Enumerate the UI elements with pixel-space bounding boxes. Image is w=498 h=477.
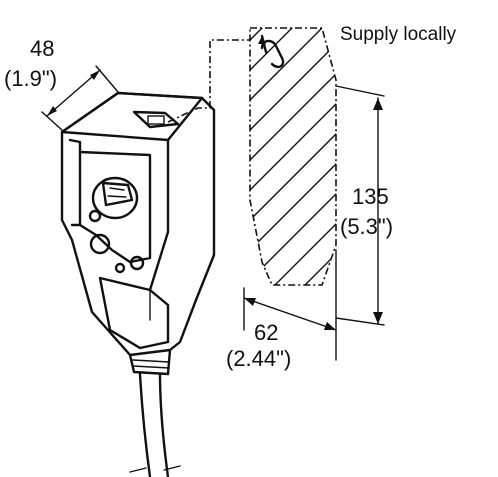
width-in-label: (1.9") bbox=[4, 66, 57, 91]
mounting-plate bbox=[249, 27, 337, 286]
height-in-label: (5.3") bbox=[340, 214, 393, 239]
depth-dimension bbox=[243, 249, 337, 361]
width-dimension bbox=[41, 65, 119, 131]
height-dimension bbox=[335, 85, 385, 326]
bracket-body bbox=[60, 91, 216, 477]
depth-mm-label: 62 bbox=[254, 320, 278, 345]
supply-locally-label: Supply locally bbox=[340, 24, 457, 45]
width-mm-label: 48 bbox=[30, 36, 54, 61]
plate-hatching bbox=[250, 28, 336, 285]
height-mm-label: 135 bbox=[352, 184, 389, 209]
depth-in-label: (2.44") bbox=[226, 346, 291, 371]
leader-line bbox=[167, 39, 250, 123]
